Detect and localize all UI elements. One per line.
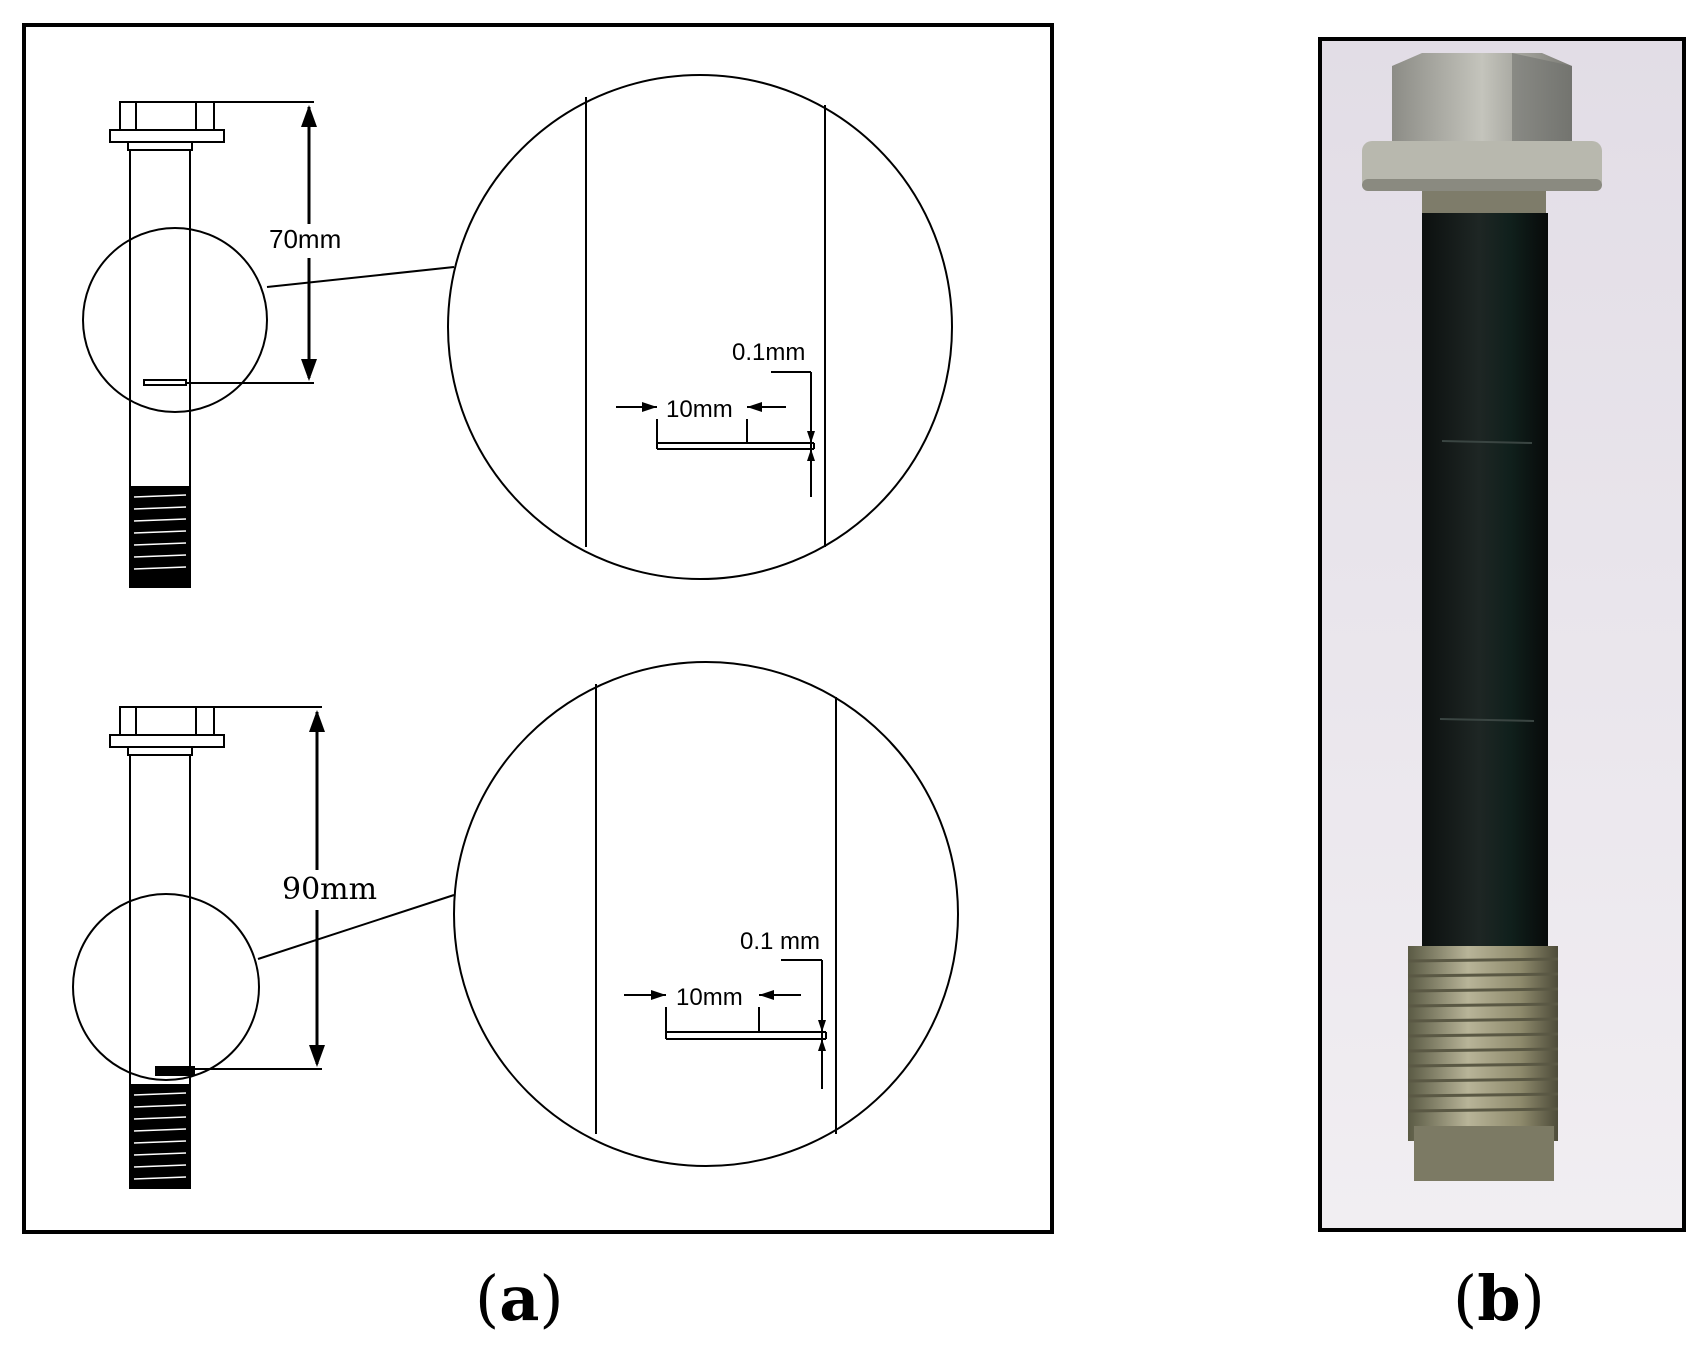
caption-a-close: )	[539, 1262, 564, 1335]
top-depth-label: 0.1mm	[732, 339, 805, 366]
bolt-photo	[1322, 41, 1682, 1228]
top-width-label: 10mm	[666, 396, 733, 423]
top-magnifier-circle	[82, 227, 268, 413]
bottom-bolt-flange	[109, 734, 225, 748]
caption-b-letter: b	[1477, 1262, 1521, 1335]
panel-b-photo	[1318, 37, 1686, 1232]
bottom-leader-line	[257, 894, 455, 960]
bottom-width-label: 10mm	[676, 984, 743, 1011]
photo-bolt-flange	[1362, 141, 1602, 191]
bottom-depth-label: 0.1 mm	[740, 928, 820, 955]
bottom-magnifier-circle	[72, 893, 260, 1081]
photo-bolt-shank	[1422, 213, 1548, 953]
drawing-canvas: 70mm 0.1mm 10mm 90mm 0.1 mm 10mm	[72, 74, 959, 1189]
caption-a-letter: a	[499, 1262, 540, 1335]
top-detail-circle	[447, 74, 953, 580]
top-leader-line	[266, 266, 455, 288]
caption-b-open: (	[1453, 1262, 1478, 1335]
caption-b: (b)	[1453, 1262, 1545, 1335]
top-length-label: 70mm	[269, 224, 341, 254]
bottom-length-label: 90mm	[282, 872, 377, 907]
top-bolt-flange	[109, 129, 225, 143]
top-bolt-drawing	[82, 101, 455, 588]
bottom-detail-view	[453, 661, 959, 1167]
top-bolt-thread	[129, 486, 191, 588]
caption-b-close: )	[1520, 1262, 1545, 1335]
bottom-bolt-drawing	[72, 706, 455, 1189]
bottom-bolt-head	[119, 706, 215, 736]
bottom-detail-circle	[453, 661, 959, 1167]
bottom-bolt-thread	[129, 1084, 191, 1189]
caption-a-open: (	[475, 1262, 500, 1335]
caption-a: (a)	[475, 1262, 564, 1335]
top-bolt-crack	[143, 379, 187, 386]
bottom-bolt-crack	[155, 1066, 195, 1076]
top-detail-view	[447, 74, 953, 580]
top-bolt-head	[119, 101, 215, 131]
panel-a-drawing: 70mm 0.1mm 10mm 90mm 0.1 mm 10mm	[22, 23, 1054, 1234]
